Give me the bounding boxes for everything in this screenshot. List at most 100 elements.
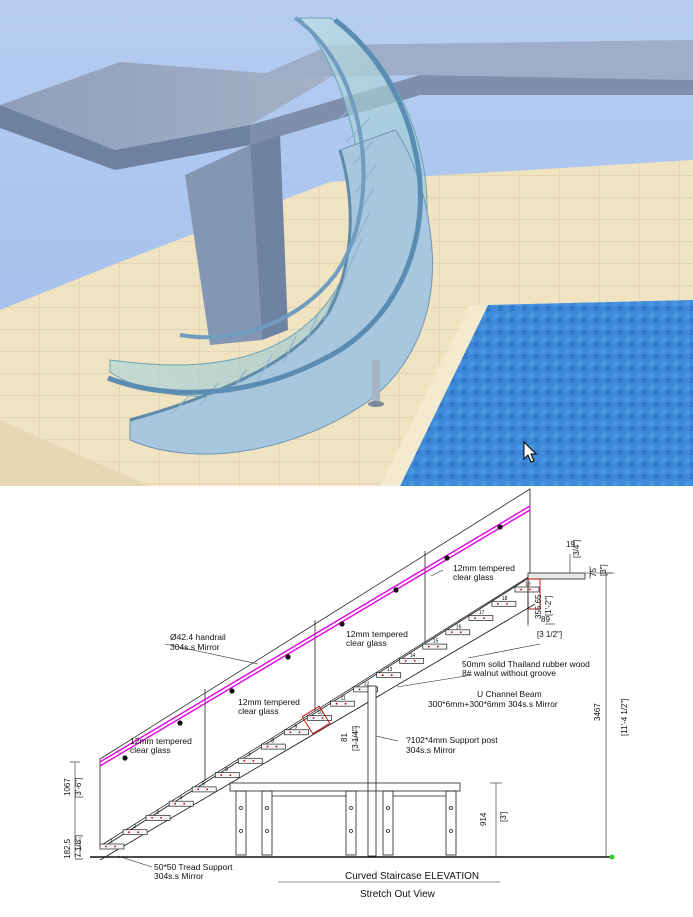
stair-inner-edge	[129, 149, 352, 422]
dim-cabinet-height: 914	[479, 812, 488, 826]
overhead-beam-left	[0, 62, 330, 150]
glass-note-mid-1: 12mm tempered	[238, 697, 300, 707]
tread-board	[237, 757, 263, 764]
tread-fixing	[174, 802, 177, 805]
tread-fixing	[404, 660, 407, 662]
u-channel-beam-bottom	[99, 603, 536, 861]
beam-note-1: U Channel Beam	[477, 689, 542, 699]
tread: 1	[99, 839, 125, 850]
tread-fixing	[450, 631, 453, 634]
dim-post-mark-imp: [3 1/4"]	[351, 726, 360, 751]
support-column	[185, 145, 262, 345]
tread-fixing	[298, 731, 301, 734]
tread: 15	[422, 639, 448, 650]
tread-number: 7	[248, 753, 251, 759]
tread-number: 2	[133, 824, 136, 830]
tread-board	[353, 686, 378, 693]
dim-base: 182.5	[63, 838, 72, 859]
tread-fixing	[229, 774, 232, 776]
tread: 17	[468, 610, 494, 621]
staircase-3d-render	[0, 0, 693, 486]
beam-note-2: 300*6mm+300*6mm 304s.s Mirror	[428, 699, 558, 709]
render-canvas	[0, 0, 693, 486]
tread-fixing	[427, 645, 430, 648]
tread-board	[284, 729, 309, 736]
glass-note-low-1: 12mm tempered	[130, 736, 192, 746]
dim-riser-imp: [1'-2"]	[544, 596, 553, 616]
tread-board	[468, 615, 494, 621]
tread: 7	[237, 753, 263, 764]
tread: 3	[145, 810, 171, 821]
tread-board	[99, 843, 125, 850]
caption-title: Curved Staircase ELEVATION	[345, 871, 479, 882]
dim-top-thickness: 19	[566, 540, 575, 549]
support-post	[367, 685, 377, 857]
post-note-1: ?102*4mm Support post	[406, 735, 498, 745]
tread-board	[191, 786, 217, 793]
tread-note-2: 8# walnut without groove	[462, 668, 556, 678]
tread: 9	[284, 724, 309, 736]
tread: 4	[168, 796, 194, 807]
dim-base-imp: [7 1/8"]	[74, 835, 83, 860]
tread: 18	[491, 596, 517, 607]
handrail-brackets	[122, 524, 503, 761]
dim-riser: 355.65	[534, 594, 543, 619]
dim-cabinet-height-imp: [3']	[499, 812, 508, 822]
tread-fixing	[206, 788, 209, 791]
tread: 13	[376, 667, 402, 679]
tread-fixing	[151, 817, 154, 819]
post-note-2: 304s.s Mirror	[406, 745, 456, 755]
tread-fixing	[312, 717, 315, 719]
handrail-lower-edge	[99, 509, 531, 767]
mouse-pointer-icon	[523, 440, 538, 463]
tread-fixing	[220, 774, 223, 776]
glass-note-upper-2: clear glass	[346, 638, 387, 648]
tread-fixing	[137, 831, 140, 834]
tread-fixing	[275, 745, 278, 748]
tread-fixing	[243, 759, 246, 762]
tread-fixing	[197, 788, 200, 791]
tread-board	[261, 743, 286, 750]
support-post	[372, 360, 380, 404]
tread-fixing	[344, 702, 347, 705]
dim-top-overall-imp: [3"]	[599, 564, 608, 576]
tread-number: 16	[456, 624, 462, 630]
tread: 14	[399, 653, 425, 664]
tread-fixing	[474, 617, 476, 619]
deck-edge	[0, 420, 150, 486]
curved-handrail-outer	[107, 18, 423, 395]
glass-note-top-1: 12mm tempered	[453, 563, 515, 573]
ground-marker	[609, 854, 615, 860]
caption-subtitle: Stretch Out View	[360, 889, 436, 900]
tread: 16	[445, 624, 471, 636]
tread-note-1: 50mm solid Thailand rubber wood	[462, 659, 590, 669]
tread-fixing	[114, 845, 116, 848]
tread-number: 4	[179, 796, 182, 802]
tread-board	[330, 700, 355, 707]
tread-fixing	[390, 674, 393, 677]
tread-number: 17	[479, 610, 485, 616]
tread-board	[445, 629, 471, 636]
dim-total-height: 3467	[593, 703, 602, 721]
tread: 10	[307, 710, 332, 721]
tread-fixing	[128, 831, 131, 834]
glass-note-upper-1: 12mm tempered	[346, 629, 408, 639]
dim-rail-height: 1067	[63, 778, 72, 796]
tread-number: 5	[202, 781, 205, 787]
tread-fixing	[321, 717, 324, 719]
tread-number: 3	[156, 810, 159, 816]
tread-support-note-1: 50*50 Tread Support	[154, 862, 233, 872]
tread-fixing	[358, 688, 361, 691]
tread-fixing	[252, 759, 255, 762]
tread-number: 18	[502, 596, 508, 602]
dimension-lines	[70, 554, 615, 857]
dim-tread-depth: 89	[541, 615, 550, 624]
support-column-side	[250, 135, 288, 340]
tread-board	[514, 586, 540, 593]
pool-coping	[380, 305, 488, 486]
tread-fixing	[381, 674, 384, 677]
tread: 11	[330, 696, 355, 707]
tread-number: 1	[110, 839, 113, 845]
